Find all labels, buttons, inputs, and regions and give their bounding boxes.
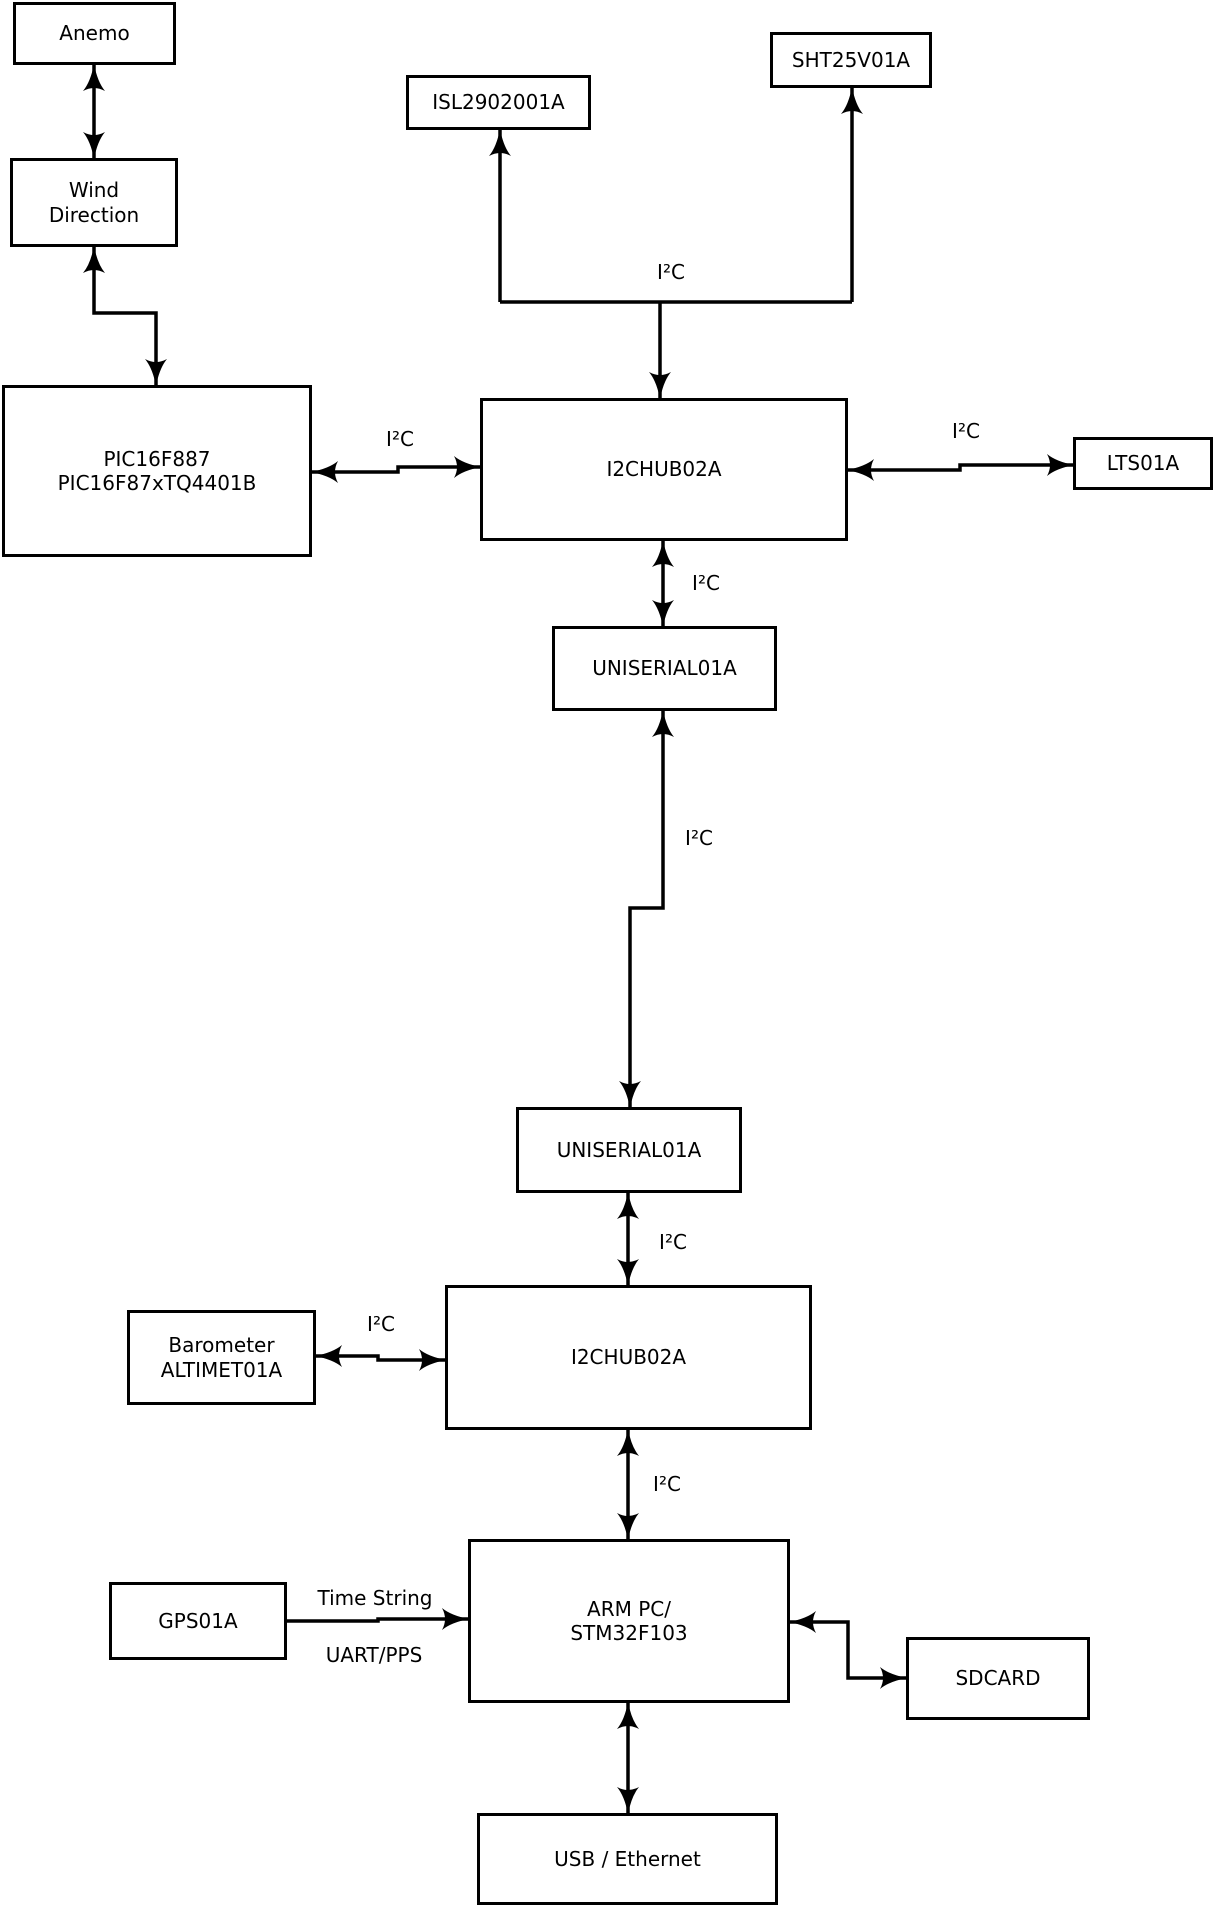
node-wind-direction-label-line2: Direction <box>48 202 140 227</box>
node-barometer-altimet01a: Barometer ALTIMET01A <box>127 1310 316 1405</box>
connector-uni1-uni2 <box>619 710 674 1108</box>
node-isl2902001a-label: ISL2902001A <box>432 90 565 115</box>
node-barometer-label-line1: Barometer <box>168 1333 275 1358</box>
connector-baro-hub2 <box>315 1345 446 1371</box>
node-sht25v01a: SHT25V01A <box>770 32 932 88</box>
edge-label-i2c-hub1-lts: I²C <box>952 419 980 443</box>
connector-pic-hub1 <box>311 456 481 483</box>
node-gps01a-label: GPS01A <box>158 1608 238 1633</box>
node-i2chub02a-upper: I2CHUB02A <box>480 398 848 541</box>
node-usb-ethernet-label: USB / Ethernet <box>554 1846 701 1871</box>
node-lts01a: LTS01A <box>1073 437 1213 490</box>
node-gps01a: GPS01A <box>109 1582 287 1660</box>
node-wind-direction: Wind Direction <box>10 158 178 247</box>
node-lts01a-label: LTS01A <box>1106 451 1180 476</box>
edge-label-i2c-pic-hub1: I²C <box>386 427 414 451</box>
node-uniserial01a-upper-label: UNISERIAL01A <box>592 656 737 681</box>
node-sdcard: SDCARD <box>906 1637 1090 1720</box>
edge-label-time-string: Time String <box>317 1586 433 1610</box>
node-arm-pc-label-line1: ARM PC/ <box>587 1596 671 1621</box>
node-arm-pc-label-line2: STM32F103 <box>570 1621 688 1645</box>
node-i2chub02a-upper-label: I2CHUB02A <box>606 457 722 482</box>
connector-hub1-lts <box>847 454 1074 481</box>
node-barometer-label-line2: ALTIMET01A <box>160 1357 283 1382</box>
edge-label-i2c-hub1-uni1: I²C <box>692 571 720 595</box>
node-usb-ethernet: USB / Ethernet <box>477 1813 778 1905</box>
edge-label-i2c-uni1-uni2: I²C <box>685 826 713 850</box>
node-arm-pc-stm32f103: ARM PC/ STM32F103 <box>468 1539 790 1703</box>
node-pic16f887: PIC16F887 PIC16F87xTQ4401B <box>2 385 312 557</box>
edge-label-i2c-hub2-arm: I²C <box>653 1472 681 1496</box>
node-anemo-label: Anemo <box>59 21 130 46</box>
edge-label-uart-pps: UART/PPS <box>325 1643 423 1667</box>
edge-label-i2c-top-bus: I²C <box>657 260 685 284</box>
node-pic16f887-label-line1: PIC16F887 <box>103 446 211 471</box>
node-uniserial01a-lower: UNISERIAL01A <box>516 1107 742 1193</box>
connector-wind-pic <box>83 246 167 386</box>
node-pic16f887-label-line2: PIC16F87xTQ4401B <box>57 471 257 495</box>
edge-label-i2c-uni2-hub2: I²C <box>659 1230 687 1254</box>
node-sdcard-label: SDCARD <box>955 1666 1041 1691</box>
connector-gps-arm <box>287 1608 469 1630</box>
node-wind-direction-label-line1: Wind <box>68 178 120 203</box>
node-sht25v01a-label: SHT25V01A <box>791 47 911 72</box>
node-uniserial01a-lower-label: UNISERIAL01A <box>556 1137 702 1162</box>
node-isl2902001a: ISL2902001A <box>406 75 591 130</box>
node-anemo: Anemo <box>13 2 176 65</box>
edge-label-i2c-baro-hub2: I²C <box>367 1312 395 1336</box>
connector-arm-sdcard <box>789 1611 907 1689</box>
node-i2chub02a-lower-label: I2CHUB02A <box>570 1345 687 1370</box>
node-uniserial01a-upper: UNISERIAL01A <box>552 626 777 711</box>
node-i2chub02a-lower: I2CHUB02A <box>445 1285 812 1430</box>
